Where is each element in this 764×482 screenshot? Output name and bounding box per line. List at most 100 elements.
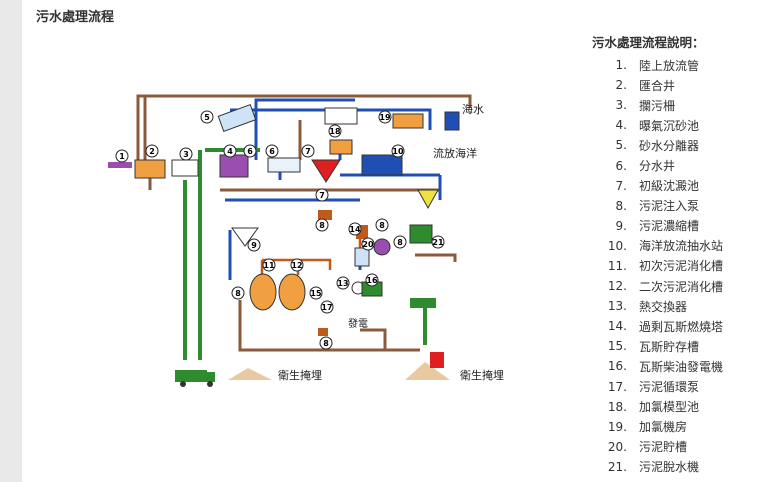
- marker-20: 20: [361, 237, 375, 251]
- left-margin-bar: [0, 0, 22, 482]
- marker-17: 17: [320, 300, 334, 314]
- marker-label: 18: [329, 127, 341, 136]
- ocean-pump-station: [361, 154, 403, 176]
- legend-item-number: 7.: [615, 178, 627, 193]
- marker-14: 14: [348, 222, 362, 236]
- legend-item: 7. 初級沈澱池: [592, 176, 762, 196]
- legend-item: 6.分水井: [592, 155, 762, 175]
- legend-item-number: 15.: [607, 339, 627, 354]
- legend-item: 21. 污泥脫水機: [592, 457, 762, 477]
- marker-label: 17: [321, 303, 332, 312]
- marker-2: 2: [145, 144, 159, 158]
- marker-label: 20: [362, 240, 374, 249]
- legend-item-label: 污泥脫水機: [639, 460, 700, 475]
- marker-18: 18: [328, 124, 342, 138]
- legend-item-number: 21.: [607, 459, 627, 474]
- bar-screen: [171, 159, 199, 177]
- landfill-left-label: 衛生掩埋: [278, 368, 322, 382]
- marker-label: 8: [235, 289, 241, 298]
- legend-item: 2. 匯合井: [592, 75, 762, 95]
- legend-item-label: 砂水分離器: [639, 138, 700, 153]
- seawater-label: 海水: [462, 102, 484, 116]
- marker-label: 6: [269, 147, 275, 156]
- marker-7: 7: [315, 188, 329, 202]
- marker-4: 4: [223, 144, 237, 158]
- landfill-right: 衛生掩埋: [405, 298, 504, 382]
- legend-item: 15.瓦斯貯存槽: [592, 336, 762, 356]
- marker-label: 8: [397, 238, 403, 247]
- cake-hopper: [417, 189, 439, 210]
- sludge-storage-tank: [373, 238, 391, 256]
- aerated-grit-chamber: [219, 154, 249, 178]
- marker-21: 21: [431, 235, 445, 249]
- legend-item-label: 攔污柵: [639, 98, 676, 113]
- sludge-pipes: [183, 148, 427, 360]
- marker-10: 10: [391, 144, 405, 158]
- marker-8: 8: [315, 218, 329, 232]
- legend-item: 13.熱交換器: [592, 296, 762, 316]
- junction-well: [134, 159, 166, 179]
- legend-item: 8.污泥注入泵: [592, 196, 762, 216]
- marker-label: 7: [305, 147, 311, 156]
- marker-19: 19: [378, 110, 392, 124]
- chlorine-contact-tank: [329, 139, 353, 155]
- outfall-pipe-inlet: [108, 162, 132, 168]
- flow-split-well: [267, 157, 301, 173]
- legend-item: 19.加氯機房: [592, 417, 762, 437]
- marker-label: 8: [323, 339, 329, 348]
- marker-8: 8: [231, 286, 245, 300]
- legend-item: 9. 污泥濃縮槽: [592, 216, 762, 236]
- legend-item-number: 4.: [615, 118, 627, 133]
- legend-item-label: 陸上放流管: [639, 58, 700, 73]
- marker-label: 11: [263, 261, 275, 270]
- gas-pipes: [260, 235, 362, 280]
- legend-item-label: 匯合井: [639, 78, 676, 93]
- legend-item-number: 1.: [615, 58, 627, 73]
- grit-separator: [217, 104, 257, 132]
- marker-label: 14: [349, 225, 361, 234]
- legend-item: 4. 曝氣沉砂池: [592, 115, 762, 135]
- sludge-injection-pump: [318, 210, 332, 220]
- marker-label: 13: [337, 279, 348, 288]
- marker-label: 1: [119, 152, 125, 161]
- marker-label: 6: [247, 147, 253, 156]
- legend-item-number: 9.: [615, 218, 627, 233]
- marker-8: 8: [319, 336, 333, 350]
- legend-item-number: 16.: [607, 359, 627, 374]
- legend-item-label: 加氯模型池: [639, 400, 700, 415]
- marker-label: 3: [183, 150, 189, 159]
- legend-item-number: 2.: [615, 78, 627, 93]
- legend-item: 17.污泥循環泵: [592, 377, 762, 397]
- legend-item-label: 熱交換器: [639, 299, 688, 314]
- secondary-digester: [278, 273, 306, 311]
- legend-item-number: 10.: [607, 238, 627, 253]
- sewage-pipes: [136, 94, 472, 352]
- marker-label: 8: [379, 221, 385, 230]
- legend-item-label: 曝氣沉砂池: [639, 118, 700, 133]
- marker-9: 9: [247, 238, 261, 252]
- marker-8: 8: [375, 218, 389, 232]
- sludge-dewatering-press: [409, 224, 433, 244]
- legend-item-number: 20.: [607, 439, 627, 454]
- marker-11: 11: [262, 258, 276, 272]
- water-pipes: [225, 98, 442, 280]
- legend-item-label: 初級沈澱池: [639, 179, 700, 194]
- marker-label: 4: [227, 147, 233, 156]
- seawater-intake: [444, 111, 460, 131]
- legend-item-label: 初次污泥消化槽: [639, 259, 724, 274]
- landfill-left: 衛生掩埋: [175, 368, 322, 387]
- legend-item-label: 污泥濃縮槽: [639, 219, 700, 234]
- legend-item-number: 8.: [615, 198, 627, 213]
- clarifier-top: [324, 107, 358, 125]
- legend-item-label: 過剩瓦斯燃燒塔: [639, 319, 724, 334]
- landfill-right-label: 衛生掩埋: [460, 368, 504, 382]
- legend-item-label: 二次污泥消化槽: [639, 279, 724, 294]
- primary-digester: [249, 273, 277, 311]
- marker-13: 13: [336, 276, 350, 290]
- legend-item-number: 17.: [607, 379, 627, 394]
- marker-3: 3: [179, 147, 193, 161]
- legend-item: 5.砂水分離器: [592, 135, 762, 155]
- power-label: 發電: [348, 317, 368, 330]
